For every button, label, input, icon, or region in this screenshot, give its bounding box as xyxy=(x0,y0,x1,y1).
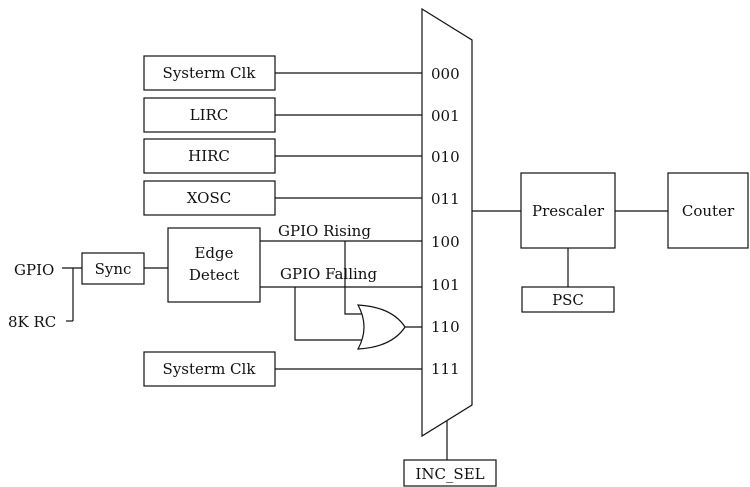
wire-falling-to-or-gate xyxy=(294,287,368,341)
psc-label: PSC xyxy=(552,291,584,309)
prescaler-label: Prescaler xyxy=(532,202,605,220)
prescaler-block xyxy=(520,172,616,249)
psc-block xyxy=(521,286,615,313)
sync-block xyxy=(81,252,145,285)
systerm-clk-bottom-label: Systerm Clk xyxy=(163,360,257,378)
inc-sel-block xyxy=(403,459,497,487)
mux-input-000: 000 xyxy=(431,65,460,83)
couter-block xyxy=(667,172,749,249)
systerm-clk-top-label: Systerm Clk xyxy=(163,64,257,82)
or-gate xyxy=(356,304,406,350)
mux-input-111: 111 xyxy=(431,360,460,378)
sync-label: Sync xyxy=(95,260,132,278)
mux-input-100: 100 xyxy=(431,233,460,251)
inc-sel-label: INC_SEL xyxy=(415,465,484,483)
wire-rising-to-or-gate xyxy=(344,241,368,315)
hirc-label: HIRC xyxy=(188,147,230,165)
lirc-block xyxy=(143,97,276,133)
mux-input-101: 101 xyxy=(431,276,460,294)
systerm-clk-top-block xyxy=(143,55,276,91)
hirc-block xyxy=(143,138,276,174)
gpio-falling-label: GPIO Falling xyxy=(280,265,377,283)
mux-input-011: 011 xyxy=(431,190,460,208)
multiplexer xyxy=(421,7,473,438)
edge-detect-label-line1: Edge xyxy=(194,244,233,262)
xosc-label: XOSC xyxy=(187,189,231,207)
systerm-clk-bottom-block xyxy=(143,351,276,387)
gpio-rising-label: GPIO Rising xyxy=(278,222,371,240)
mux-input-010: 010 xyxy=(431,148,460,166)
8k-rc-input-label: 8K RC xyxy=(8,313,56,331)
lirc-label: LIRC xyxy=(190,106,229,124)
mux-input-110: 110 xyxy=(431,318,460,336)
gpio-input-label: GPIO xyxy=(14,261,54,279)
edge-detect-block xyxy=(167,227,261,303)
mux-input-001: 001 xyxy=(431,107,460,125)
couter-label: Couter xyxy=(682,202,735,220)
edge-detect-label-line2: Detect xyxy=(189,266,239,284)
